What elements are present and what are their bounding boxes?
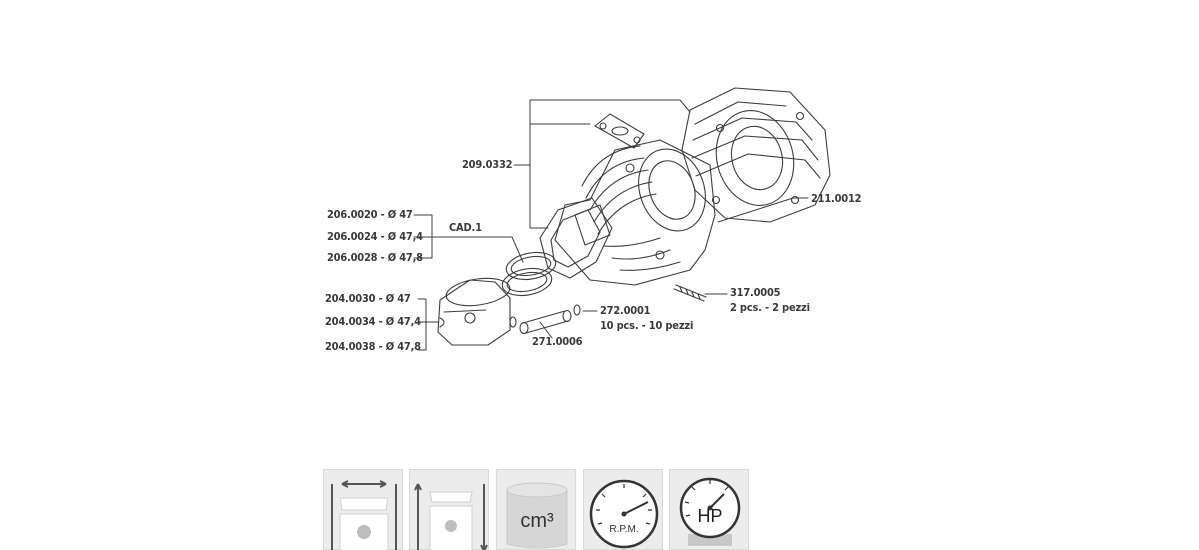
label-piston-47-4: 204.0034 - Ø 47,4 bbox=[325, 315, 421, 328]
displacement-icon: cm³ bbox=[496, 469, 576, 550]
label-clip: 272.0001 bbox=[600, 304, 651, 317]
label-gudgeon-pin: 271.0006 bbox=[532, 335, 583, 348]
head-stud bbox=[673, 284, 707, 302]
label-ring-47-8: 206.0028 - Ø 47,8 bbox=[327, 251, 423, 264]
cylinder bbox=[554, 139, 716, 286]
gudgeon-pin-and-clips bbox=[509, 304, 581, 335]
label-piston-47: 204.0030 - Ø 47 bbox=[325, 292, 411, 305]
horsepower-gauge-icon: HP bbox=[669, 469, 749, 550]
rpm-gauge-icon: R.P.M. bbox=[583, 469, 663, 550]
label-rings-title: CAD.1 bbox=[449, 221, 482, 234]
stroke-icon bbox=[409, 469, 489, 550]
label-ring-47: 206.0020 - Ø 47 bbox=[327, 208, 413, 221]
rpm-label: R.P.M. bbox=[609, 524, 639, 535]
label-stud-qty: 2 pcs. - 2 pezzi bbox=[730, 301, 810, 314]
piston-rings bbox=[501, 251, 557, 297]
displacement-unit: cm³ bbox=[520, 510, 554, 532]
label-piston-47-8: 204.0038 - Ø 47,8 bbox=[325, 340, 421, 353]
leader-lines bbox=[413, 99, 809, 351]
label-stud: 317.0005 bbox=[730, 286, 781, 299]
cylinder-head bbox=[681, 87, 831, 223]
label-cylinder-head: 211.0012 bbox=[811, 192, 862, 205]
label-gasket-group: 209.0332 bbox=[462, 158, 513, 171]
exhaust-flange-gasket bbox=[594, 113, 645, 149]
label-ring-47-4: 206.0024 - Ø 47,4 bbox=[327, 230, 423, 243]
bore-icon bbox=[323, 469, 403, 550]
label-clip-qty: 10 pcs. - 10 pezzi bbox=[600, 319, 694, 332]
piston bbox=[437, 277, 511, 346]
horsepower-label: HP bbox=[697, 506, 723, 526]
